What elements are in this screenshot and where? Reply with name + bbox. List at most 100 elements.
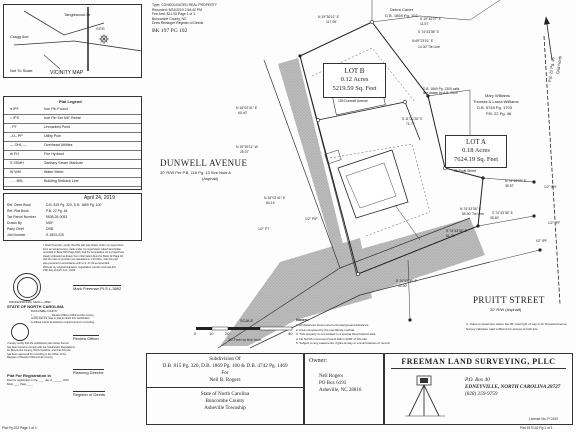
owner-right-plat: P.B. 22 Pg. 46 (486, 111, 512, 116)
vicinity-map-title: VICINITY MAP (48, 70, 86, 76)
bearing-label: 117.05' (326, 20, 337, 24)
review-officer-title: STATE OF NORTH CAROLINA (7, 304, 64, 309)
legend-symbol: S SSMH (10, 161, 24, 165)
planning-line: I hereby certify that the subdivision pl… (7, 342, 69, 345)
house-lot-a (337, 149, 409, 219)
scale-bar (196, 326, 293, 331)
footer-subdivision-line: Neil B. Rogers (209, 377, 241, 383)
legend-symbol: ◦ PT (10, 125, 17, 129)
info-key: Drawn By (7, 221, 22, 225)
note-right-line: A. Notes to determine where the 30' road… (466, 322, 568, 326)
company-address-line: (828) 259-9759 (465, 391, 498, 397)
page-mark-right: Plat 197/102 Pg 1 of 1 (520, 426, 553, 430)
info-key: Party Chief (7, 227, 24, 231)
bearing-label: N 16°02'41" E (264, 196, 286, 200)
bearing-label: S 74°43'36" E (418, 30, 439, 34)
bearing-label: N 16°02'41" E (236, 106, 258, 110)
legend-symbol: –O– PP (10, 134, 23, 138)
scale-tick-3: 40 (288, 331, 293, 336)
bearing-label: 1/2" IPS (544, 185, 557, 189)
recording-stamp-line: Buncombe County, NC (152, 16, 187, 21)
lot-a-acres: 0.18 Acres (462, 147, 490, 154)
footer-location-line: Asheville Township (204, 405, 246, 411)
bearing-label: 60.40' (238, 111, 248, 115)
lot-a-title: LOT A (466, 138, 486, 146)
footer-company: FREEMAN LAND SURVEYING, PLLC P.O. Box 40… (384, 353, 573, 425)
bearing-label: S 11°21'30" E (402, 117, 423, 121)
certificate-line: from an actual survey made under my supe… (43, 247, 121, 251)
planning-signature: Planning Director (73, 369, 104, 375)
bearing-label: 39.97' (505, 184, 515, 188)
footer-subdivision-line: Subdivision Of (209, 356, 241, 362)
certificate-line: Witness my original signature, registrat… (43, 265, 116, 269)
page-mark-left: Plat Pg 102 Page 1 of 1 (2, 426, 37, 430)
certificate-line: was prepared in accordance with G.S. 47-… (43, 262, 110, 265)
scale-tick-0: 0 (194, 331, 197, 336)
bearing-label: S 19°30'27" E (420, 17, 441, 21)
vicinity-road-label-1: Tanglewood Dr (64, 12, 91, 17)
recording-stamp-line: Drew Reisinger Register of Deeds (152, 21, 204, 26)
dunwell-road-hatch (278, 58, 356, 300)
vicinity-site-label: SITE (96, 26, 105, 31)
certificate-line: clearly indicated as drawn from informat… (43, 254, 124, 258)
info-key: Ref. Deed Book (7, 203, 31, 207)
north-arrow-icon (544, 16, 553, 61)
legend-text: Overhead Utilities (44, 143, 73, 147)
recording-stamp-line: Type: CONSOLIDATED REAL PROPERTY (152, 3, 217, 7)
scale-caption: 20 Feet to the Inch (228, 337, 262, 342)
bearing-label: 25.07' (240, 150, 250, 154)
footer-owner-line: Asheville, NC 28816 (319, 388, 362, 393)
legend-text: Iron Pin Set 5/8" Rebar (44, 116, 81, 120)
note-left-line: 1. All distances shown are horizontal gr… (296, 323, 370, 327)
footer-location-line: Buncombe County (205, 398, 245, 404)
lot-a-sqft: 7624.19 Sq. Feet (453, 156, 499, 163)
lot-b-title: LOT B (344, 67, 365, 75)
bearing-label: 71.71' (406, 122, 416, 126)
monuments (298, 20, 542, 322)
footer-owner-line: Neil Rogers (319, 374, 344, 379)
legend-symbol: ○ IPS (10, 116, 19, 120)
plat-recorded-title: Plat For Registration In (7, 373, 52, 378)
bearing-label: 1/2" PIP (305, 217, 318, 221)
legend-symbol: — OHL — (10, 143, 27, 147)
info-value: DRB (46, 227, 54, 231)
info-key: Tax Parcel Number (7, 215, 36, 219)
bearing-label: N 69°23'01" E (412, 39, 434, 43)
street-dunwell-label: DUNWELL AVENUE (160, 158, 248, 168)
bearing-label: 35.60' (490, 216, 500, 220)
recording-stamp-line: Fee Amt: $21.00 Page 1 of 1 (152, 12, 196, 17)
bearing-label: 59.90' Tie Line (462, 212, 484, 216)
planning-line: Register of Deeds of Buncombe County. (7, 356, 54, 360)
scale-tick-2: 20 (225, 331, 230, 336)
company-address-line: P.O. Box 40 (465, 377, 490, 383)
footer-owner-line: PO Box 6193 (319, 381, 347, 386)
company-name: FREEMAN LAND SURVEYING, PLLC (401, 357, 556, 366)
legend-symbol: - - - BSL (10, 179, 24, 183)
bearing-label: S 74°43'36" E (446, 229, 467, 233)
corner-road-hatch (220, 238, 372, 346)
register-signature: Register of Deeds (73, 391, 106, 397)
bearing-label: S 74°43'36" E (492, 211, 513, 215)
legend-symbol: W WM (10, 170, 21, 174)
footer-owner-title: Owner: (309, 358, 327, 364)
bearing-label: 84.14' (266, 201, 276, 205)
pruitt-road-hatch (340, 218, 485, 300)
info-value: S-1803-025 (46, 233, 64, 237)
review-officer-line: is affixed meets all statutory requireme… (31, 320, 95, 324)
legend-symbol: ⊕ FH (10, 152, 19, 156)
certificate-line: 24th day of April, A.D., 2019. (43, 269, 76, 273)
note-left-line: 4. No NCGS monument found within 2000' o… (296, 336, 368, 341)
bearing-label: I/2" IPF (536, 239, 548, 243)
vicinity-road-label-3: Not To Scale (10, 68, 33, 73)
company-address-line: EDNEYVILLE, NORTH CAROLINA 28727 (465, 384, 561, 390)
legend-title: Plat Legend (59, 99, 82, 104)
company-license: License No. P-0193 (529, 417, 558, 421)
info-date: April 24, 2019 (84, 195, 115, 201)
bearing-label: 1/2" PT (258, 227, 270, 231)
plat-recorded-line: Filed for registration on the ____ day o… (7, 379, 69, 382)
bearing-label: 14.30' Tie Line (418, 45, 440, 49)
footer-subdivision-line: D.B. 815 Pg. 320, D.B. 1869 Pg. 100 & D.… (162, 363, 288, 369)
pin-note-1: D.B. 1869 Pg. 1300 calls (423, 87, 460, 91)
